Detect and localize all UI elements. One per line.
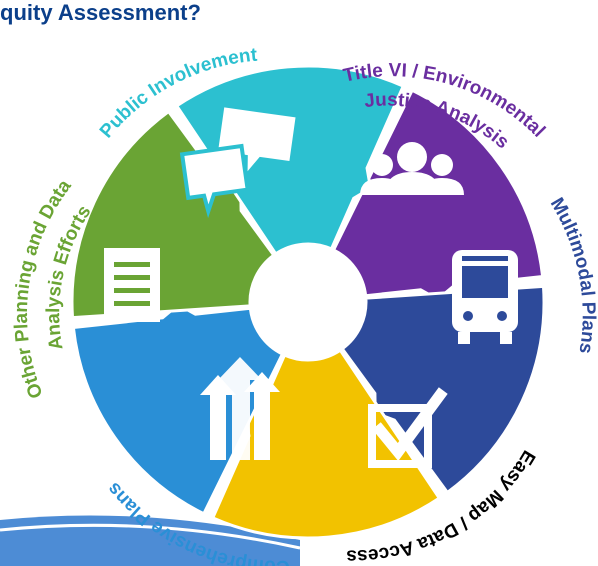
segment-multimodal <box>340 284 546 495</box>
wheel <box>70 64 546 540</box>
center-hub <box>252 246 364 358</box>
label-multimodal: Multimodal Plans <box>546 194 598 355</box>
page-title: quity Assessment? <box>0 0 201 25</box>
document-icon <box>104 248 160 322</box>
people-group-icon <box>360 142 464 195</box>
bus-icon <box>452 250 518 344</box>
segment-comprehensive <box>71 302 285 516</box>
checkbox-icon <box>368 387 448 468</box>
label-other-planning-line1: Other Planning and Data <box>11 176 76 402</box>
speech-bubbles-icon <box>179 107 296 219</box>
footer-band-highlight <box>0 523 301 550</box>
arrows-up-icon <box>200 357 280 460</box>
footer-band <box>0 515 300 566</box>
